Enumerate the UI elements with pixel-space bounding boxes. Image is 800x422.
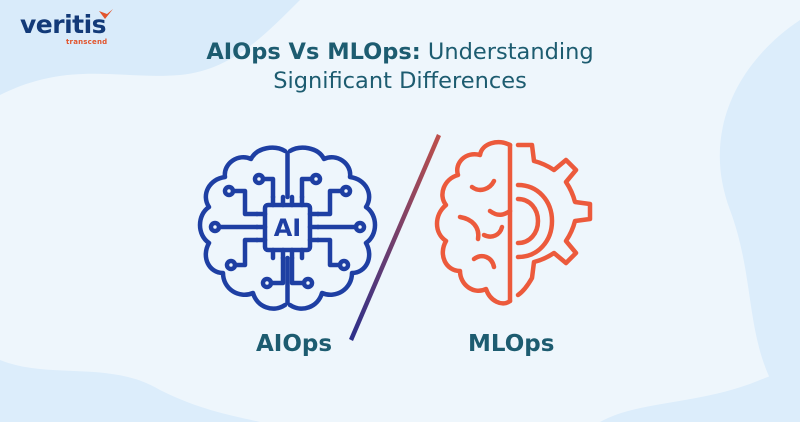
ai-brain-chip-icon: AI	[197, 145, 378, 311]
title-line2: Significant Differences	[273, 68, 527, 94]
divider-slash	[349, 134, 441, 341]
logo-tagline: transcend	[66, 38, 108, 46]
title-rest: Understanding	[420, 39, 594, 65]
logo-wordmark: veritis	[20, 10, 107, 39]
mlops-label: MLOps	[468, 331, 555, 357]
aiops-label: AIOps	[256, 331, 333, 357]
brain-gear-icon	[434, 140, 593, 306]
chip-text: AI	[274, 214, 302, 242]
page-title: AIOps Vs MLOps: Understanding Significan…	[0, 38, 800, 96]
veritis-logo[interactable]: veritis transcend	[20, 9, 113, 46]
logo-checkmark-icon	[99, 9, 113, 19]
title-bold: AIOps Vs MLOps:	[206, 39, 421, 65]
